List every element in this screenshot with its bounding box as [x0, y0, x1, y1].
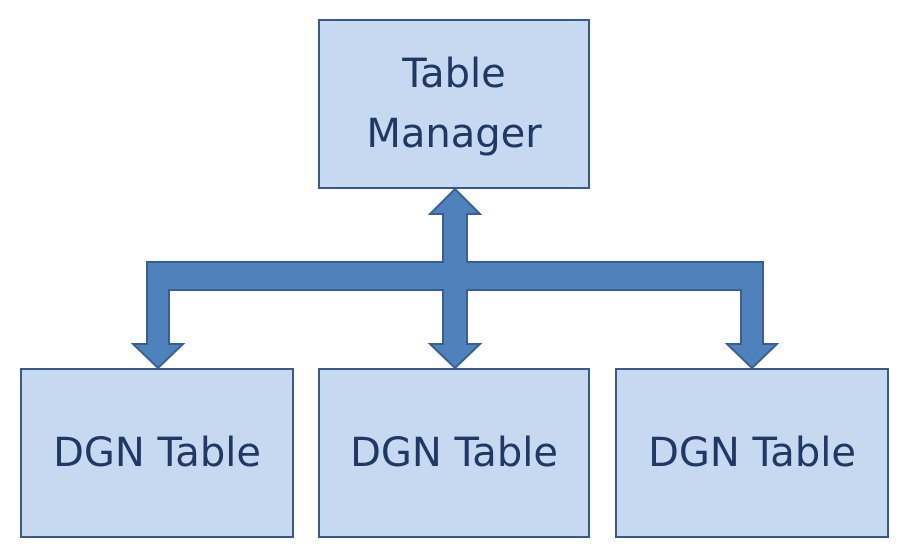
connector-shape: [130, 187, 780, 370]
table-manager-label: Table Manager: [366, 44, 541, 164]
table-manager-label-line2: Manager: [366, 111, 542, 157]
dgn-table-label-2: DGN Table: [350, 430, 558, 476]
dgn-table-box-3: DGN Table: [615, 368, 889, 538]
dgn-table-label-1: DGN Table: [53, 430, 261, 476]
dgn-table-label-3: DGN Table: [648, 430, 856, 476]
dgn-table-box-2: DGN Table: [318, 368, 590, 538]
dgn-table-box-1: DGN Table: [20, 368, 294, 538]
table-manager-box: Table Manager: [318, 19, 590, 189]
table-manager-label-line1: Table: [402, 51, 506, 97]
